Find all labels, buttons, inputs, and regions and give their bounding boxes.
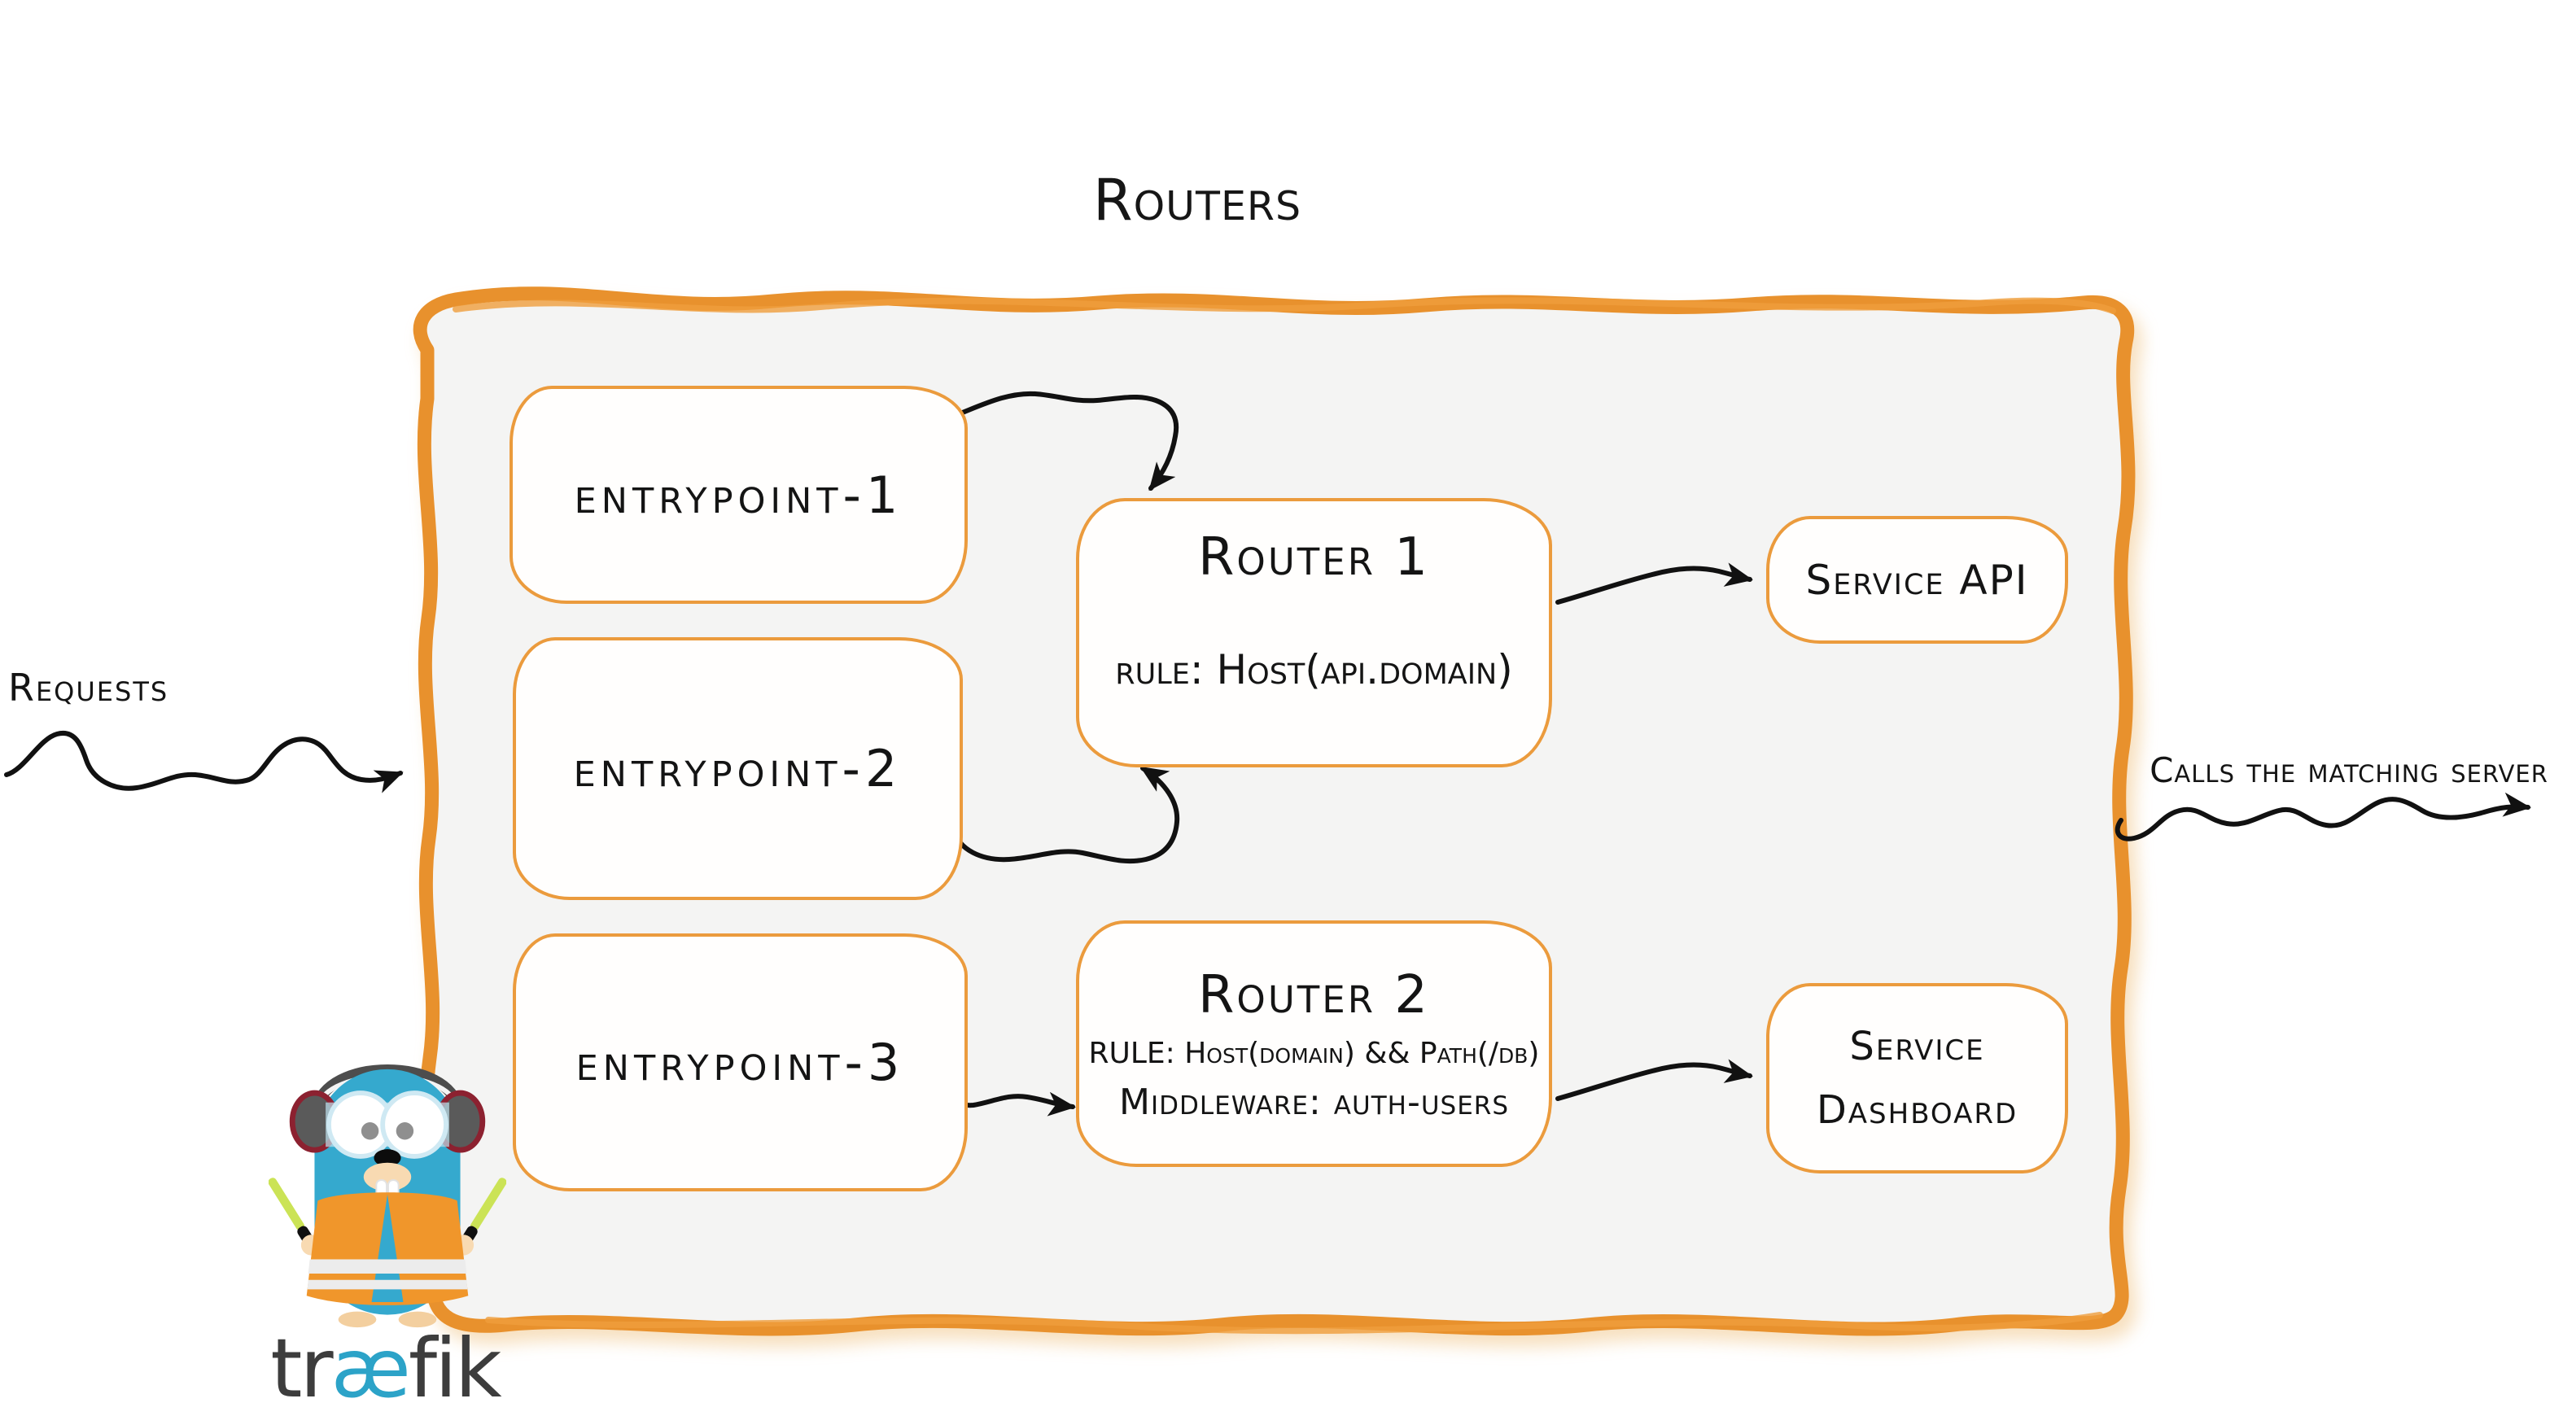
calls-label: Calls the matching server — [2150, 750, 2548, 790]
router-1-box: Router 1 rule: Host(api.domain) — [1076, 498, 1552, 767]
router-1-rule: rule: Host(api.domain) — [1115, 646, 1513, 693]
gopher-nose — [374, 1149, 401, 1167]
vest-stripe-2 — [307, 1279, 468, 1290]
page-title: Routers — [1092, 167, 1302, 234]
container-brush-texture — [453, 297, 2116, 314]
container-brush-texture-bottom — [485, 1312, 2103, 1335]
router-2-rule: RULE: Host(domain) && Path(/db) — [1088, 1036, 1540, 1070]
router2-to-servicedashboard-arrow — [1555, 1059, 1753, 1101]
gopher-foot-left — [338, 1311, 377, 1328]
gopher-pupil-left — [361, 1122, 379, 1140]
service-dashboard-box: Service Dashboard — [1766, 983, 2068, 1173]
entrypoint1-to-router1-arrow — [958, 391, 1179, 492]
gopher-eye-right — [380, 1090, 448, 1159]
router-2-name: Router 2 — [1197, 964, 1431, 1025]
router-2-box: Router 2 RULE: Host(domain) && Path(/db)… — [1076, 920, 1552, 1167]
wordmark-part-fik: fik — [408, 1321, 502, 1416]
entrypoint-3-box: entrypoint-3 — [513, 933, 968, 1191]
service-dashboard-label-line2: Dashboard — [1816, 1087, 2018, 1133]
requests-arrow — [4, 730, 404, 793]
entrypoint-2-box: entrypoint-2 — [513, 637, 963, 900]
vest-stripe-1 — [308, 1259, 467, 1274]
requests-label: Requests — [8, 666, 169, 710]
traefik-wordmark: træfik — [251, 1328, 519, 1409]
traefik-gopher-logo — [269, 1064, 506, 1328]
router1-to-serviceapi-arrow — [1555, 562, 1753, 605]
router-1-name: Router 1 — [1197, 527, 1431, 588]
wordmark-part-tr: tr — [270, 1321, 333, 1416]
gopher-muzzle — [363, 1162, 412, 1191]
entrypoint-1-label: entrypoint-1 — [574, 465, 903, 525]
gopher-pupil-right — [396, 1122, 414, 1140]
entrypoint-1-box: entrypoint-1 — [510, 386, 968, 604]
service-dashboard-label-line1: Service — [1849, 1024, 1985, 1069]
router-2-middleware: Middleware: auth-users — [1119, 1081, 1509, 1123]
service-api-label: Service API — [1805, 556, 2029, 604]
entrypoint2-to-router1-arrow — [951, 766, 1180, 864]
service-api-box: Service API — [1766, 516, 2068, 644]
safety-vest-opening — [371, 1194, 404, 1302]
calls-arrow — [2115, 792, 2531, 841]
entrypoint-3-label: entrypoint-3 — [575, 1033, 905, 1092]
wordmark-part-ae: æ — [330, 1321, 411, 1416]
entrypoint-2-label: entrypoint-2 — [573, 739, 903, 798]
gopher-foot-right — [398, 1311, 437, 1328]
